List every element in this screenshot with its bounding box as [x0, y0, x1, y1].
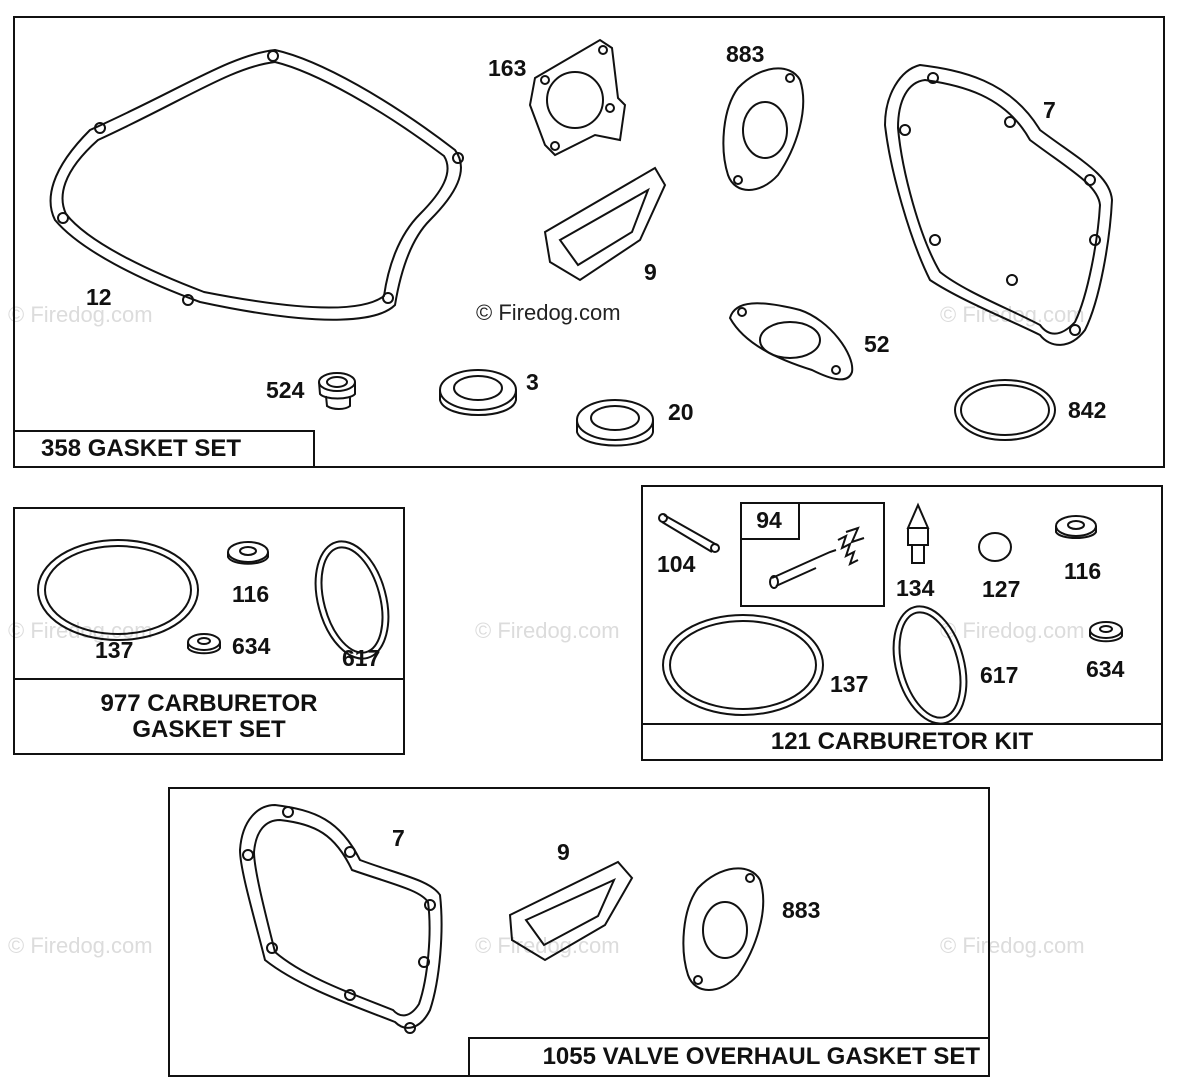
watermark: © Firedog.com [475, 618, 620, 643]
part-127-plug [978, 532, 1012, 562]
part-883-gasket-bottom [682, 867, 765, 991]
part-number: 52 [864, 331, 890, 357]
part-137-ring-left [37, 539, 199, 641]
part-617-ring-left [314, 540, 390, 660]
part-number: 9 [644, 259, 657, 285]
kit-94-label: 94 [740, 502, 800, 540]
part-number: 20 [668, 399, 694, 425]
part-617-ring-right [892, 605, 968, 725]
watermark: © Firedog.com [8, 933, 153, 958]
part-3-oil-seal [439, 369, 517, 416]
part-number: 7 [392, 825, 405, 851]
part-9-breather-gasket-top [543, 166, 667, 282]
part-number: 7 [1043, 97, 1056, 123]
part-524-plug [318, 372, 356, 410]
part-number: 137 [830, 671, 869, 697]
part-883-gasket [722, 67, 805, 191]
kit-94-box [740, 502, 885, 607]
part-163-gasket [528, 38, 627, 157]
caption-line-1: 977 CARBURETOR [100, 689, 318, 717]
part-number: 617 [980, 662, 1019, 688]
part-number: 12 [86, 284, 112, 310]
part-number: 127 [982, 576, 1021, 602]
part-137-ring-right [662, 614, 824, 716]
part-20-oil-seal [576, 399, 654, 447]
part-number: 524 [266, 377, 305, 403]
part-7-head-gasket-bottom [238, 803, 443, 1034]
part-134-needle [906, 502, 930, 564]
part-number: 163 [488, 55, 527, 81]
part-number: 9 [557, 839, 570, 865]
part-634-washer-right [1089, 621, 1123, 643]
part-number: 116 [232, 581, 270, 607]
copyright-text: © Firedog.com [476, 300, 621, 325]
watermark: © Firedog.com [475, 933, 620, 958]
carb-gasket-set-caption: 977 CARBURETOR GASKET SET [13, 678, 405, 755]
gasket-set-panel [13, 16, 1165, 468]
caption-line-2: GASKET SET [132, 715, 286, 743]
part-number: 883 [782, 897, 821, 923]
part-number: 137 [95, 637, 134, 663]
part-116-washer-left [227, 541, 269, 565]
part-7-head-gasket-top [883, 63, 1114, 346]
part-number: 134 [896, 575, 935, 601]
part-842-o-ring [954, 379, 1056, 441]
part-number: 104 [657, 551, 696, 577]
part-number: 634 [1086, 656, 1125, 682]
part-52-gasket [728, 302, 854, 381]
part-116-washer-right [1055, 515, 1097, 539]
part-number: 634 [232, 633, 271, 659]
part-number: 3 [526, 369, 539, 395]
part-number: 617 [342, 645, 381, 671]
part-634-washer-left [187, 633, 221, 655]
part-94-screw-spring [769, 526, 865, 589]
part-number: 883 [726, 41, 765, 67]
carb-kit-caption: 121 CARBURETOR KIT [641, 723, 1163, 761]
part-number: 116 [1064, 558, 1102, 584]
part-104-pin [658, 513, 720, 553]
part-9-breather-gasket-bottom [508, 860, 634, 962]
gasket-set-caption: 358 GASKET SET [13, 430, 315, 468]
watermark: © Firedog.com [940, 933, 1085, 958]
watermark: © Firedog.com [940, 618, 1085, 643]
part-12-crankcase-gasket [49, 48, 464, 321]
part-number: 842 [1068, 397, 1107, 423]
valve-overhaul-caption: 1055 VALVE OVERHAUL GASKET SET [468, 1037, 990, 1077]
watermark: © Firedog.com [8, 302, 153, 327]
